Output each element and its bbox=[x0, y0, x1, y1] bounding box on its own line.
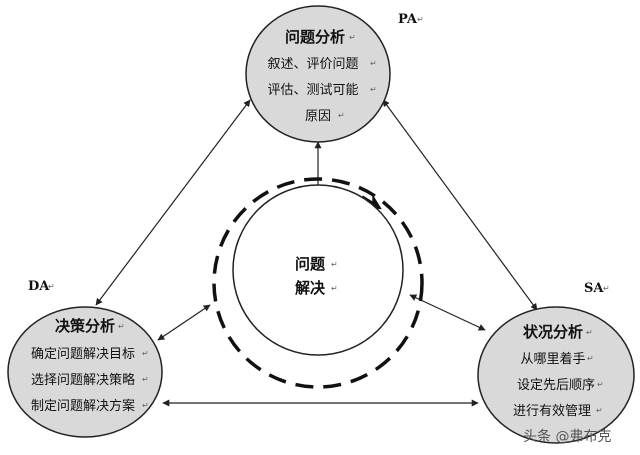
da-title: 决策分析 bbox=[55, 317, 115, 335]
sa-title: 状况分析 bbox=[523, 323, 583, 341]
pa-title: 问题分析 bbox=[285, 28, 345, 46]
pa-line-1-mark: ↵ bbox=[370, 59, 377, 68]
pa-line-2-mark: ↵ bbox=[370, 85, 377, 94]
pa-corner-label: PA bbox=[398, 12, 418, 27]
sa-corner-label: SA bbox=[584, 281, 604, 296]
pa-title-mark: ↵ bbox=[349, 33, 356, 42]
center-line-1-mark: ↵ bbox=[331, 260, 338, 269]
arrow-pa-da bbox=[95, 99, 251, 306]
da-title-mark: ↵ bbox=[118, 322, 125, 331]
sa-line-3-mark: ↵ bbox=[596, 406, 603, 415]
pa-line-3-mark: ↵ bbox=[338, 111, 345, 120]
da-line-1: 确定问题解决目标 bbox=[31, 347, 135, 362]
center-line-2-mark: ↵ bbox=[331, 284, 338, 293]
arrow-center-sa bbox=[409, 294, 486, 331]
sa-line-2: 设定先后顺序 bbox=[517, 378, 595, 393]
sa-title-mark: ↵ bbox=[586, 328, 593, 337]
center-line-1: 问题 bbox=[295, 255, 326, 273]
sa-line-2-mark: ↵ bbox=[597, 380, 604, 389]
pa-line-3: 原因 bbox=[305, 109, 331, 124]
sa-line-1: 从哪里着手 bbox=[520, 351, 585, 367]
da-line-3: 制定问题解决方案 bbox=[31, 398, 135, 414]
da-line-1-mark: ↵ bbox=[142, 349, 149, 358]
pa-corner-mark: ↵ bbox=[417, 15, 424, 24]
sa-corner-mark: ↵ bbox=[603, 284, 610, 293]
sa-line-1-mark: ↵ bbox=[587, 354, 594, 363]
sa-node bbox=[477, 306, 635, 444]
pa-line-2: 评估、测试可能 bbox=[267, 83, 358, 98]
da-line-3-mark: ↵ bbox=[142, 401, 149, 410]
da-line-2-mark: ↵ bbox=[142, 375, 149, 384]
pa-node bbox=[245, 5, 391, 143]
center-circle bbox=[232, 184, 404, 356]
cycle-ring bbox=[212, 177, 424, 389]
da-line-2: 选择问题解决策略 bbox=[31, 372, 135, 388]
da-corner-mark: ↵ bbox=[48, 282, 55, 291]
arrow-pa-sa bbox=[382, 99, 538, 311]
arrow-center-da bbox=[157, 304, 211, 341]
center-line-2: 解决 bbox=[295, 279, 326, 297]
sa-line-3: 进行有效管理 bbox=[513, 404, 591, 419]
da-node bbox=[7, 306, 163, 438]
watermark: 头条 @弗布克 bbox=[523, 428, 611, 445]
da-corner-label: DA bbox=[28, 279, 50, 294]
pa-line-1: 叙述、评价问题 bbox=[267, 57, 358, 72]
